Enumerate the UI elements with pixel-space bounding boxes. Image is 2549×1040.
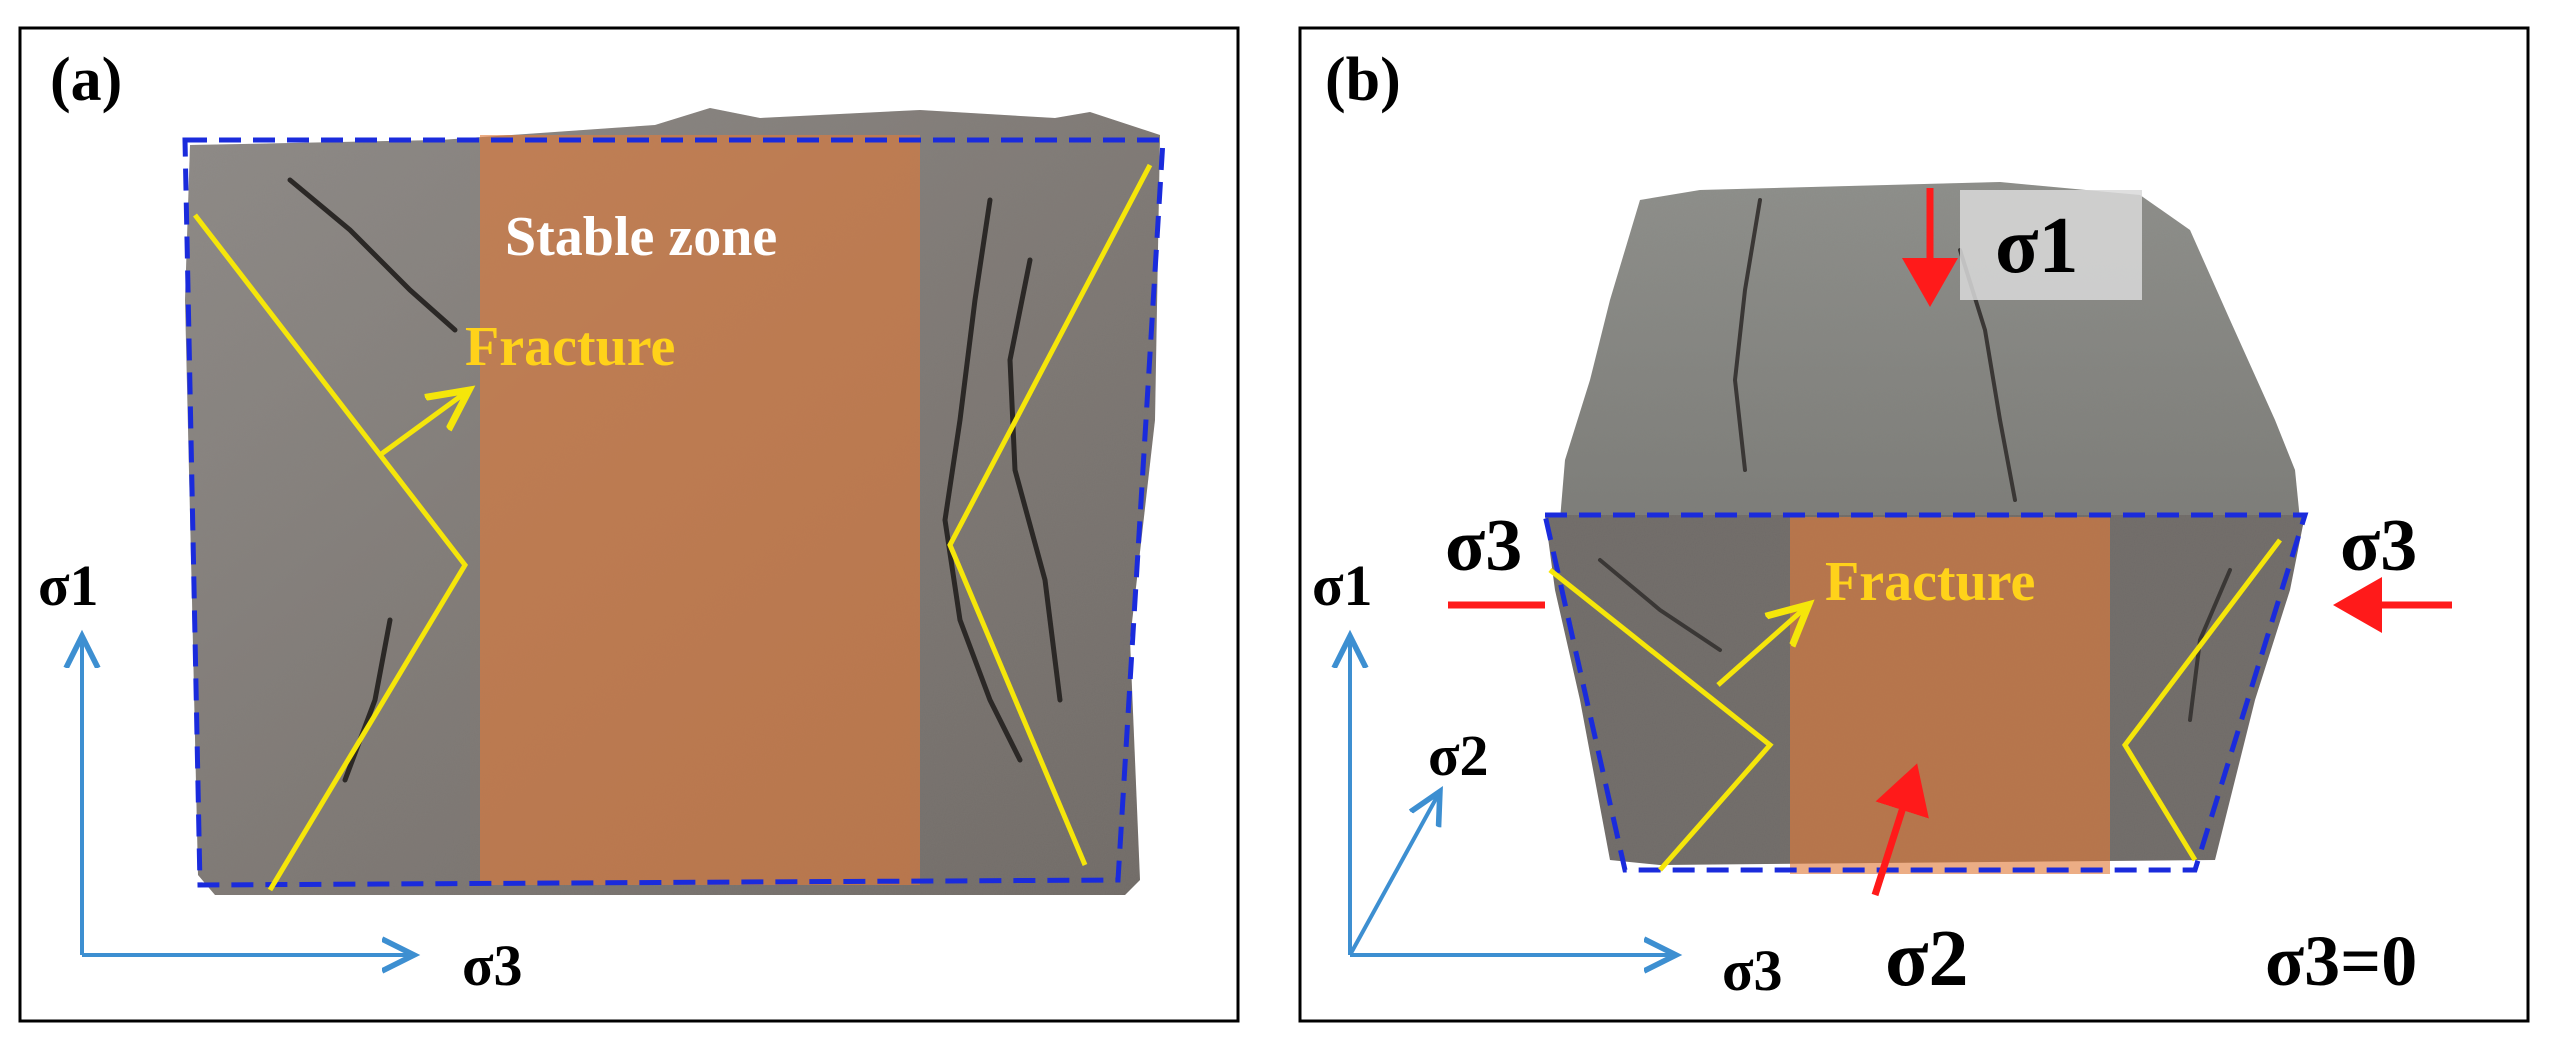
axis-label-diagonal-b: σ2	[1428, 723, 1489, 788]
axis-diagonal-b	[1348, 795, 1438, 956]
axis-label-vertical-a: σ1	[38, 553, 99, 618]
fracture-line-left-b	[1548, 568, 1774, 872]
axis-label-horizontal-a: σ3	[462, 933, 523, 998]
axis-label-horizontal-b: σ3	[1722, 938, 1783, 1003]
fracture-arrow-b	[1716, 608, 1805, 687]
stable-zone-label: Stable zone	[505, 206, 777, 268]
load-label-top: σ1	[1995, 202, 2079, 290]
free-condition-label: σ3=0	[2265, 921, 2417, 1001]
axis-label-vertical-b: σ1	[1312, 553, 1373, 618]
panel-a: (a) Stable zone Fracture σ1 σ3	[18, 26, 1240, 1023]
panel-b: (b) σ1 Fracture σ3 σ3 σ2 σ3=0 σ1 σ2 σ3	[1298, 26, 2530, 1023]
fracture-line-right-a	[947, 163, 1153, 866]
fracture-label-b: Fracture	[1825, 551, 2035, 613]
fracture-line-right-b	[2121, 538, 2282, 862]
stable-zone-a	[480, 135, 920, 885]
load-arrow-front	[1871, 763, 1929, 897]
fracture-line-left-a	[193, 213, 469, 892]
load-label-right: σ3	[2340, 505, 2417, 587]
sigma1-label-backdrop	[1960, 190, 2142, 300]
fracture-arrow-a	[378, 393, 465, 458]
load-label-front: σ2	[1885, 915, 1969, 1003]
load-label-left: σ3	[1445, 505, 1522, 587]
panel-label-a: (a)	[50, 46, 122, 114]
stable-zone-b	[1790, 517, 2110, 874]
panel-label-b: (b)	[1325, 46, 1401, 114]
specimen-outline-a	[182, 137, 1166, 888]
cracks-a	[287, 177, 1063, 783]
specimen-outline-b	[1541, 512, 2309, 873]
fracture-label-a: Fracture	[465, 316, 675, 378]
